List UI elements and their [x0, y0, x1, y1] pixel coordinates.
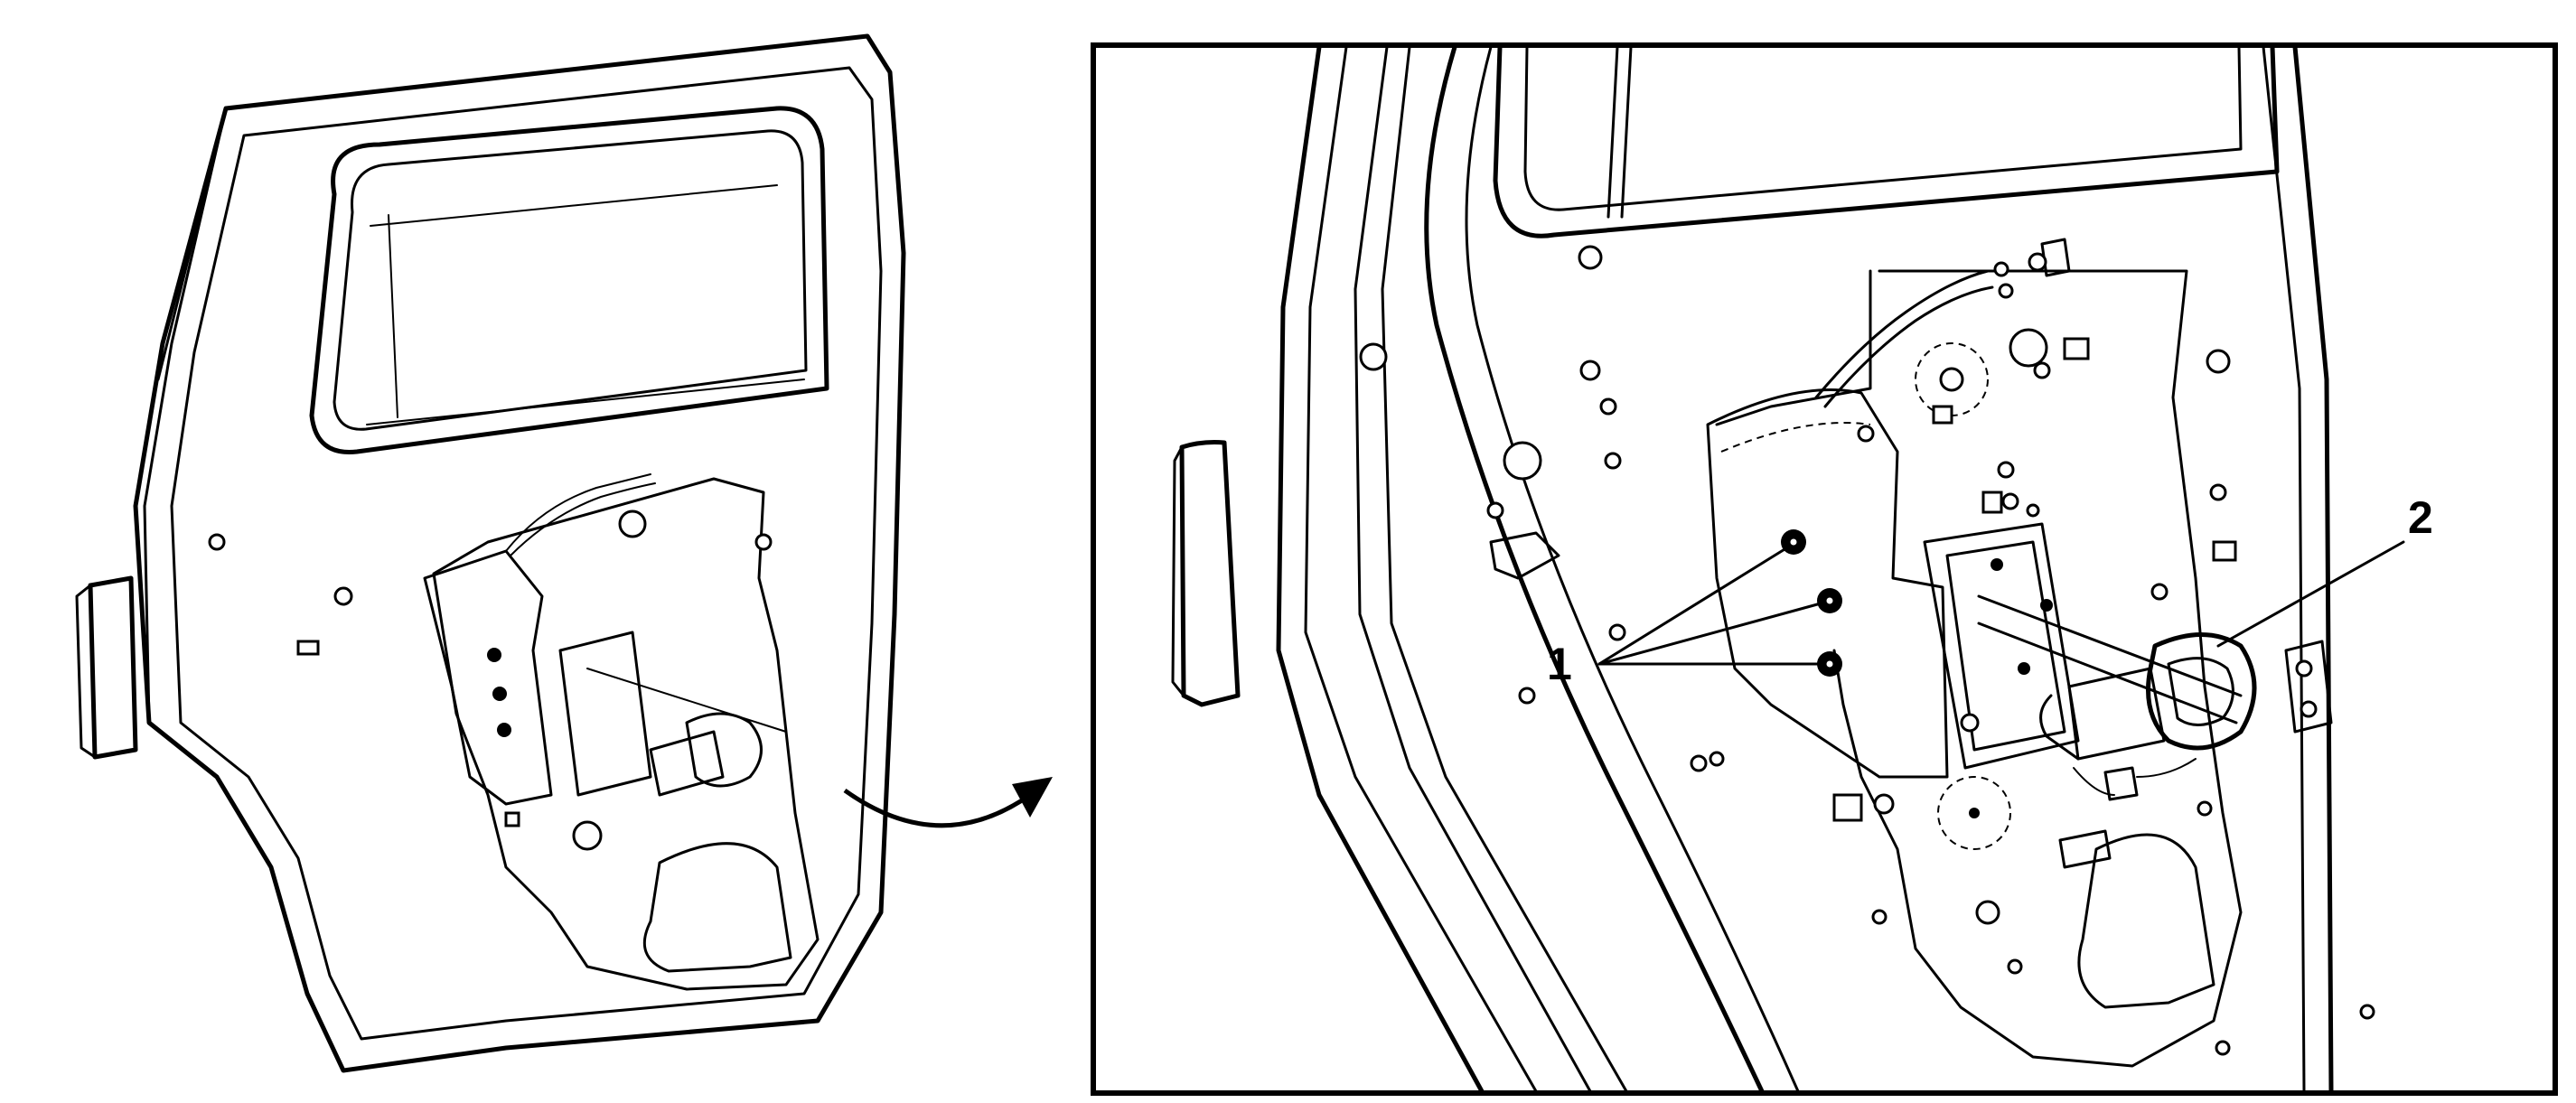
- window-regulator-motor: [2039, 632, 2257, 801]
- detail-frame: [1091, 42, 2558, 1096]
- callout-1-leader-b: [1597, 602, 1822, 666]
- rear-door-overview: [75, 33, 1053, 1073]
- callout-2-label: 2: [2408, 492, 2433, 543]
- callout-1-label: 1: [1547, 639, 1572, 689]
- detail-view: 1 2: [1091, 42, 2558, 1096]
- callout-1-leader-a: [1597, 545, 1791, 666]
- callout-2-leader: [2216, 540, 2405, 648]
